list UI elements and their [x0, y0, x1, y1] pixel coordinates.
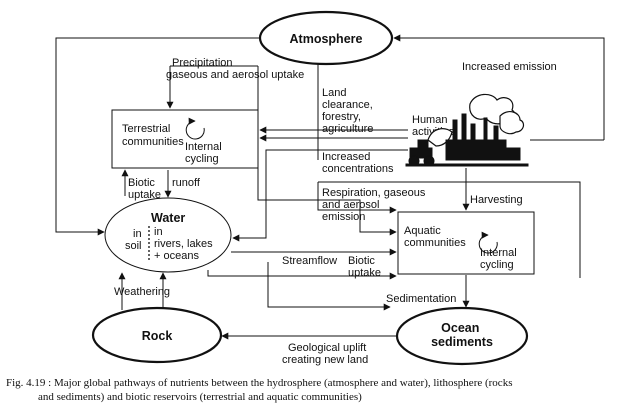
svg-text:Respiration, gaseous and: Respiration, gaseous and aerosol emissio… [322, 187, 428, 223]
biotic-uptake-terrestrial-1: Biotic [128, 177, 155, 189]
water-title: Water [151, 211, 185, 225]
terrestrial-cycle-icon [185, 117, 205, 140]
respiration-3: emission [322, 211, 365, 223]
precipitation-label-2: gaseous and aerosol uptake [166, 69, 304, 81]
biotic-uptake-aquatic-2: uptake [348, 267, 381, 279]
runoff-label: runoff [172, 177, 201, 189]
water-rivers-2: rivers, lakes [154, 238, 213, 250]
terrestrial-label-1: Terrestrial [122, 123, 170, 135]
edge-labels: Precipitation gaseous and aerosol uptake… [114, 57, 557, 366]
water-soil-1: in [133, 228, 142, 240]
aquatic-label-2: communities [404, 237, 466, 249]
aquatic-communities-node: Aquatic communities Internal cycling [397, 211, 535, 275]
human-label-1: Human [412, 114, 447, 126]
ocean-label-2: sediments [431, 335, 493, 349]
water-rivers-3: + oceans [154, 250, 199, 262]
geological-uplift-1: Geological uplift [288, 342, 366, 354]
svg-text:Precipitation gaseous an: Precipitation gaseous and aerosol uptake [166, 57, 304, 81]
connectors [55, 34, 605, 340]
svg-text:in soil: in soil [125, 228, 145, 252]
svg-text:Land clearance, fo: Land clearance, forestry, agriculture [322, 87, 376, 135]
svg-text:Biotic uptake: Biotic uptake [348, 255, 381, 279]
streamflow-label: Streamflow [282, 255, 337, 267]
weathering-label: Weathering [114, 286, 170, 298]
increased-concentrations-1: Increased [322, 151, 370, 163]
svg-text:Internal cycling: Internal cycling [185, 141, 225, 165]
water-node: Water in soil in rivers, lakes + oceans [104, 197, 232, 273]
svg-text:Fig. 4.19 : Major global pathw: Fig. 4.19 : Major global pathways of nut… [6, 377, 515, 403]
factory-icon [405, 93, 529, 167]
svg-text:Internal cycling: Internal cycling [480, 247, 520, 271]
increased-concentrations-2: concentrations [322, 163, 394, 175]
aquatic-cycling-label-1: Internal [480, 247, 517, 259]
terrestrial-label-2: communities [122, 136, 184, 148]
terrestrial-communities-node: Terrestrial communities Internal cycling [111, 109, 259, 169]
respiration-1: Respiration, gaseous [322, 187, 426, 199]
atmosphere-label: Atmosphere [290, 32, 363, 46]
rock-node: Rock [91, 306, 223, 364]
water-rivers-1: in [154, 226, 163, 238]
caption-line-1: Fig. 4.19 : Major global pathways of nut… [6, 377, 512, 389]
biotic-uptake-terrestrial-2: uptake [128, 189, 161, 201]
svg-text:Aquatic communities: Aquatic communities [404, 225, 466, 249]
aquatic-cycling-label-2: cycling [480, 259, 514, 271]
respiration-2: and aerosol [322, 199, 380, 211]
land-clearance-2: clearance, [322, 99, 373, 111]
svg-text:Biotic uptake: Biotic uptake [128, 177, 161, 201]
biotic-uptake-aquatic-1: Biotic [348, 255, 375, 267]
svg-text:Increased concentrations: Increased concentrations [322, 151, 394, 175]
land-clearance-4: agriculture [322, 123, 373, 135]
increased-emission-label: Increased emission [462, 61, 557, 73]
geological-uplift-2: creating new land [282, 354, 368, 366]
svg-text:in rivers, lakes +: in rivers, lakes + oceans [154, 226, 216, 262]
land-clearance-1: Land [322, 87, 346, 99]
caption-line-2: and sediments) and biotic reservoirs (te… [38, 391, 362, 403]
aquatic-label-1: Aquatic [404, 225, 441, 237]
land-clearance-3: forestry, [322, 111, 361, 123]
figure-caption: Fig. 4.19 : Major global pathways of nut… [6, 377, 515, 403]
terrestrial-cycling-label-1: Internal [185, 141, 222, 153]
ocean-label-1: Ocean [441, 321, 479, 335]
rock-label: Rock [142, 329, 173, 343]
svg-text:Terrestrial communities: Terrestrial communities [122, 123, 184, 148]
atmosphere-node: Atmosphere [258, 10, 394, 66]
aquatic-cycle-icon [478, 231, 498, 254]
precipitation-label-1: Precipitation [172, 57, 233, 69]
svg-text:Ocean sediments: Ocean sediments [431, 321, 493, 349]
ocean-sediments-node: Ocean sediments [395, 306, 529, 366]
human-activities-node: Human activities [405, 93, 529, 167]
svg-text:Geological uplift creati: Geological uplift creating new land [282, 342, 369, 366]
sedimentation-label: Sedimentation [386, 293, 456, 305]
terrestrial-cycling-label-2: cycling [185, 153, 219, 165]
water-soil-2: soil [125, 240, 142, 252]
harvesting-label: Harvesting [470, 194, 523, 206]
